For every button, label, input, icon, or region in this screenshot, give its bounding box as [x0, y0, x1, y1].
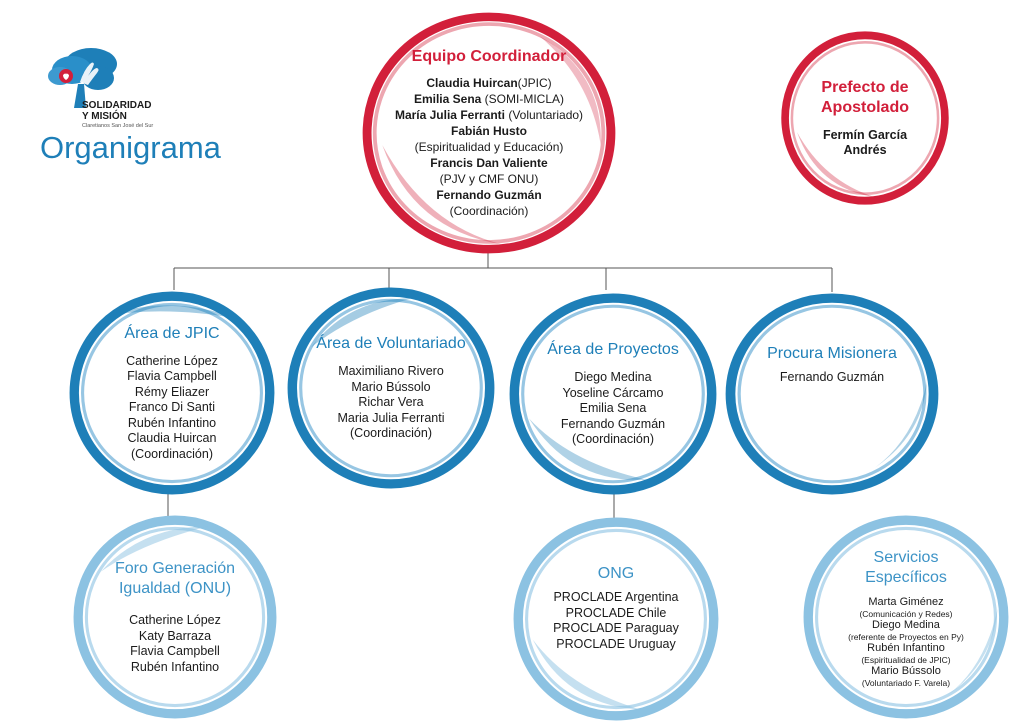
node-title: Equipo Coordinador — [411, 48, 567, 65]
member-item: PROCLADE Argentina — [553, 590, 679, 604]
node-title: Área de Voluntariado — [316, 335, 466, 353]
member-role: (Coordinación) — [350, 426, 432, 441]
member-role: (Comunicación y Redes) — [859, 609, 953, 619]
member-item: Katy Barraza — [138, 628, 212, 643]
light-blue-ring-shape — [513, 517, 719, 721]
member-item: Rubén Infantino — [130, 659, 220, 674]
member-list: Fermín García Andrés — [823, 128, 907, 159]
member-item: Fermín García — [822, 127, 908, 142]
member-item: Mario Bússolo — [351, 379, 431, 394]
member-item: Maria Julia Ferranti — [337, 410, 445, 425]
red-ring-shape — [781, 31, 949, 205]
member-item: Richar Vera — [358, 395, 424, 410]
member-role: (PJV y CMF ONU) — [439, 172, 539, 186]
member-item: Yoseline Cárcamo — [562, 385, 664, 400]
member-item: Emilia Sena (SOMI-MICLA) — [413, 92, 565, 106]
member-role: (Voluntariado F. Varela) — [861, 678, 951, 688]
member-item: Fernando Guzmán — [436, 188, 542, 202]
member-item: PROCLADE Uruguay — [556, 636, 676, 651]
member-item: Marta Giménez — [868, 596, 944, 608]
member-item: PROCLADE Paraguay — [553, 621, 679, 635]
node-equipo-coordinador: Equipo Coordinador Claudia Huircan(JPIC)… — [362, 12, 616, 254]
member-role: (Coordinación) — [449, 204, 529, 218]
member-list: Diego Medina Yoseline Cárcamo Emilia Sen… — [561, 370, 665, 448]
member-item: Flavia Campbell — [130, 644, 220, 658]
tree-hand-logo-icon — [48, 48, 117, 108]
node-title: Área de Proyectos — [547, 341, 679, 359]
member-item: María Julia Ferranti (Voluntariado) — [394, 108, 584, 122]
member-item: Fernando Guzmán — [779, 370, 885, 384]
light-blue-ring-shape — [73, 515, 277, 719]
member-item: Andrés — [843, 143, 887, 157]
member-item: Catherine López — [129, 613, 221, 627]
member-list: Catherine López Katy Barraza Flavia Camp… — [129, 613, 221, 675]
member-item: Diego Medina — [872, 619, 940, 631]
member-item: Claudia Huircan(JPIC) — [426, 76, 552, 90]
node-title: Área de JPIC — [124, 324, 220, 342]
member-role: (Coordinación) — [131, 446, 213, 461]
member-list: Marta Giménez (Comunicación y Redes) Die… — [848, 596, 964, 688]
member-item: Francis Dan Valiente — [430, 156, 548, 170]
member-item: Franco Di Santi — [128, 400, 216, 415]
member-list: Maximiliano Rivero Mario Bússolo Richar … — [338, 364, 445, 442]
member-item: Rémy Eliazer — [134, 384, 210, 399]
member-item: Mario Bússolo — [871, 665, 941, 677]
member-role: (referente de Proyectos en Py) — [848, 632, 964, 642]
node-area-proyectos: Área de Proyectos Diego Medina Yoseline … — [508, 292, 718, 496]
member-item: Rubén Infantino — [867, 642, 945, 654]
member-item: Rubén Infantino — [127, 415, 217, 430]
member-list: Catherine López Flavia Campbell Rémy Eli… — [126, 354, 218, 463]
member-item: Diego Medina — [574, 370, 652, 385]
node-area-voluntariado: Área de Voluntariado Maximiliano Rivero … — [286, 286, 496, 490]
member-role: (Espiritualidad de JPIC) — [861, 655, 951, 665]
member-list: Fernando Guzmán — [780, 370, 884, 386]
node-area-jpic: Área de JPIC Catherine López Flavia Camp… — [68, 290, 276, 496]
blue-ring-shape — [725, 293, 939, 495]
member-item: Claudia Huircan — [127, 431, 217, 446]
member-item: Maximiliano Rivero — [338, 364, 444, 379]
red-ring-shape — [362, 12, 616, 254]
member-item: Catherine López — [126, 353, 218, 368]
member-item: PROCLADE Chile — [565, 605, 667, 620]
page-title: Organigrama — [40, 130, 221, 165]
node-title: Procura Misionera — [767, 345, 897, 362]
member-item: Fabián Husto — [450, 124, 527, 138]
member-role: (Espiritualidad y Educación) — [414, 140, 564, 154]
blue-ring-shape — [287, 287, 495, 489]
blue-ring-shape — [69, 291, 275, 495]
node-title: ONG — [597, 565, 635, 582]
member-item: Emilia Sena — [579, 401, 647, 416]
member-item: Flavia Campbell — [127, 369, 217, 384]
node-ong: ONG PROCLADE Argentina PROCLADE Chile PR… — [512, 516, 720, 722]
blue-ring-shape — [509, 293, 717, 495]
member-list: PROCLADE Argentina PROCLADE Chile PROCLA… — [553, 590, 679, 652]
member-list: Claudia Huircan(JPIC) Emilia Sena (SOMI-… — [395, 75, 583, 219]
member-item: Fernando Guzmán — [560, 416, 666, 431]
member-role: (Coordinación) — [572, 432, 654, 447]
brand-subtitle: Claretianos San José del Sur — [82, 123, 154, 129]
node-procura-misionera: Procura Misionera Fernando Guzmán — [724, 292, 940, 496]
light-blue-ring-shape — [803, 515, 1009, 719]
